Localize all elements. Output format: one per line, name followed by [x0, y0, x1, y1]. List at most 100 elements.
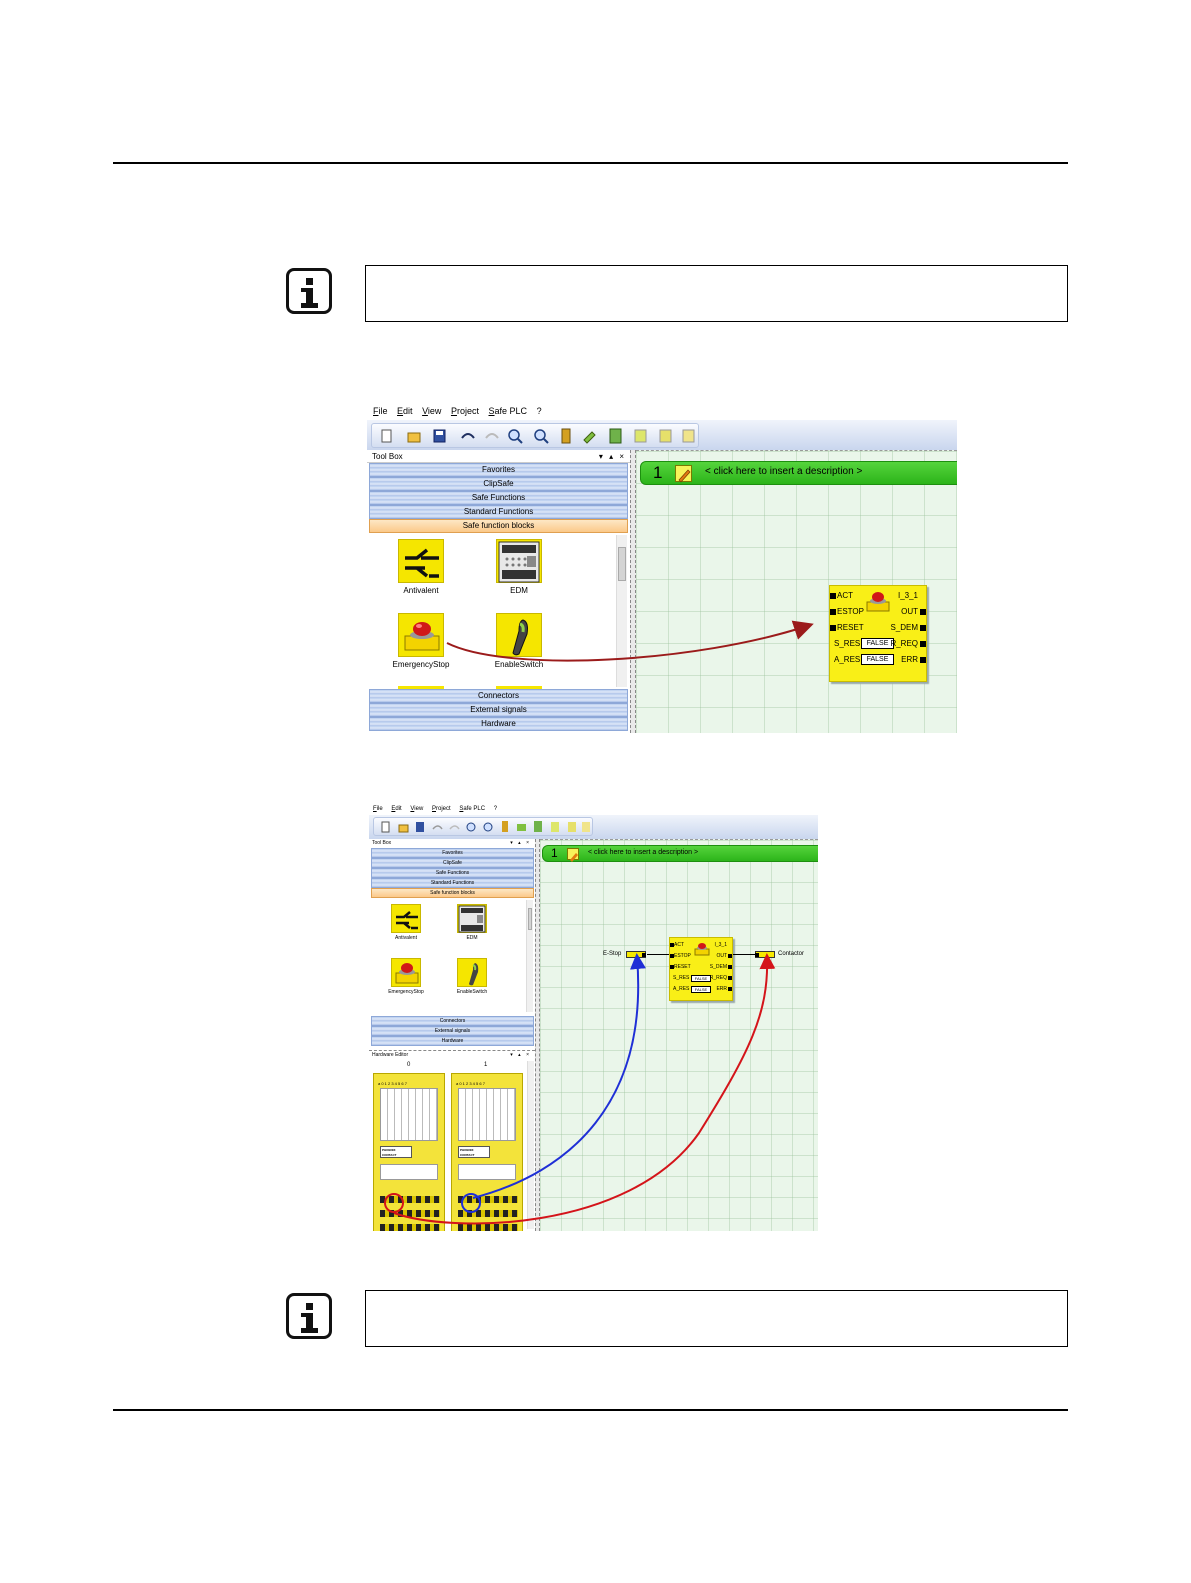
category-clipsafe[interactable]: ClipSafe	[369, 477, 628, 491]
category-standard-functions[interactable]: Standard Functions	[371, 878, 534, 888]
antivalent-tile[interactable]	[398, 539, 444, 583]
hardware-editor-title: Hardware Editor	[372, 1052, 409, 1058]
library-icon	[561, 428, 571, 444]
terminal-row[interactable]	[380, 1196, 440, 1203]
panel-pin-icons[interactable]: ▾ ▴ ×	[510, 840, 531, 846]
pin-s-res[interactable]: S_RES	[834, 639, 861, 648]
pin-estop[interactable]: ESTOP	[830, 607, 864, 616]
a-res-value[interactable]: FALSE	[691, 986, 711, 993]
toolbox-scrollbar[interactable]	[616, 535, 627, 687]
pin-i-3-1[interactable]: I_3_1	[714, 942, 727, 948]
menu-view[interactable]: View	[410, 806, 424, 812]
save-icon	[416, 822, 424, 832]
pin-out[interactable]: OUT	[716, 953, 732, 959]
edm-tile[interactable]	[457, 904, 487, 933]
category-external-signals[interactable]: External signals	[371, 1026, 534, 1036]
enableswitch-tile[interactable]	[457, 958, 487, 987]
category-safe-function-blocks[interactable]: Safe function blocks	[371, 888, 534, 898]
edit-pencil-icon[interactable]	[567, 848, 579, 862]
pin-a-res[interactable]: A_RES	[834, 655, 861, 664]
category-external-signals[interactable]: External signals	[369, 703, 628, 717]
pin-act[interactable]: ACT	[830, 591, 853, 600]
pin-act[interactable]: ACT	[670, 942, 684, 948]
hardware-scrollbar[interactable]	[527, 1061, 534, 1229]
download-icon	[609, 428, 622, 444]
pin-err[interactable]: ERR	[716, 986, 732, 992]
pin-reset[interactable]: RESET	[830, 623, 864, 632]
category-connectors[interactable]: Connectors	[371, 1016, 534, 1026]
terminal-row[interactable]	[380, 1210, 440, 1217]
network-header[interactable]: 1 < click here to insert a description >	[640, 461, 957, 485]
emergencystop-tile[interactable]	[398, 613, 444, 657]
contactor-icon	[458, 905, 486, 933]
network-description[interactable]: < click here to insert a description >	[705, 466, 863, 477]
terminal-row[interactable]	[458, 1224, 518, 1231]
menu-safe-plc[interactable]: Safe PLC	[488, 406, 528, 416]
terminal-row[interactable]	[458, 1196, 518, 1203]
menu-help[interactable]: ?	[536, 406, 542, 416]
panel-splitter[interactable]	[630, 450, 636, 733]
category-clipsafe[interactable]: ClipSafe	[371, 858, 534, 868]
edit-pencil-icon[interactable]	[675, 465, 692, 483]
pin-r-req[interactable]: R_REQ	[890, 639, 926, 648]
category-favorites[interactable]: Favorites	[371, 848, 534, 858]
menu-view[interactable]: View	[422, 406, 442, 416]
s-res-value[interactable]: FALSE	[861, 638, 894, 649]
menu-safe-plc[interactable]: Safe PLC	[459, 806, 486, 812]
menu-project[interactable]: Project	[450, 406, 479, 416]
pin-s-res[interactable]: S_RES	[673, 975, 690, 981]
pin-s-dem[interactable]: S_DEM	[710, 964, 732, 970]
pin-reset[interactable]: RESET	[670, 964, 691, 970]
category-safe-function-blocks[interactable]: Safe function blocks	[369, 519, 628, 533]
pin-out[interactable]: OUT	[901, 607, 926, 616]
output-variable[interactable]	[755, 951, 775, 958]
input-label: E-Stop	[603, 951, 622, 957]
category-hardware[interactable]: Hardware	[369, 717, 628, 731]
pin-a-res[interactable]: A_RES	[673, 986, 690, 992]
pin-r-req[interactable]: R_REQ	[710, 975, 732, 981]
pin-err[interactable]: ERR	[901, 655, 926, 664]
menu-edit[interactable]: Edit	[397, 406, 413, 416]
hardware-module-0[interactable]: a 0 1 2 3 4 5 6 7 PHOENIX CONTACT	[373, 1073, 445, 1231]
network-description[interactable]: < click here to insert a description >	[588, 849, 699, 856]
scrollbar-thumb[interactable]	[528, 908, 532, 930]
pin-s-dem[interactable]: S_DEM	[890, 623, 926, 632]
a-res-value[interactable]: FALSE	[861, 654, 894, 665]
emergencystop-label: EmergencyStop	[388, 989, 424, 995]
toolbox-scrollbar[interactable]	[526, 900, 533, 1012]
logic-canvas[interactable]: 1 < click here to insert a description >…	[540, 839, 818, 1231]
network-header[interactable]: 1 < click here to insert a description >	[542, 845, 818, 862]
input-variable[interactable]	[626, 951, 646, 958]
category-safe-functions[interactable]: Safe Functions	[369, 491, 628, 505]
screenshot-toolbox-drag: File Edit View Project Safe PLC ? Tool B…	[367, 403, 957, 733]
hardware-module-1[interactable]: a 0 1 2 3 4 5 6 7 PHOENIX CONTACT	[451, 1073, 523, 1231]
logic-canvas[interactable]: 1 < click here to insert a description >…	[636, 450, 957, 733]
terminal-row[interactable]	[380, 1224, 440, 1231]
pin-i-3-1[interactable]: I_3_1	[897, 591, 918, 600]
category-safe-functions[interactable]: Safe Functions	[371, 868, 534, 878]
category-favorites[interactable]: Favorites	[369, 463, 628, 477]
pin-estop[interactable]: ESTOP	[670, 953, 691, 959]
scrollbar-thumb[interactable]	[618, 547, 626, 581]
emergency-stop-block[interactable]: ACT ESTOP RESET S_RES A_RES FALSE FALSE …	[669, 937, 733, 1001]
menu-help[interactable]: ?	[493, 806, 498, 812]
category-hardware[interactable]: Hardware	[371, 1036, 534, 1046]
category-connectors[interactable]: Connectors	[369, 689, 628, 703]
menu-file[interactable]: File	[373, 806, 383, 812]
emergency-stop-block[interactable]: ACT ESTOP RESET S_RES A_RES FALSE FALSE …	[829, 585, 927, 682]
antivalent-tile[interactable]	[391, 904, 421, 933]
undo-icon	[432, 825, 443, 830]
edm-label: EDM	[466, 935, 478, 941]
menu-project[interactable]: Project	[431, 806, 451, 812]
menu-file[interactable]: File	[373, 406, 388, 416]
terminal-row[interactable]	[458, 1210, 518, 1217]
emergencystop-tile[interactable]	[391, 958, 421, 987]
category-standard-functions[interactable]: Standard Functions	[369, 505, 628, 519]
enableswitch-tile[interactable]	[496, 613, 542, 657]
online-icon	[634, 429, 647, 443]
edm-tile[interactable]	[496, 539, 542, 583]
menu-edit[interactable]: Edit	[391, 806, 402, 812]
panel-pin-icons[interactable]: ▾ ▴ ×	[598, 452, 626, 461]
s-res-value[interactable]: FALSE	[691, 975, 711, 982]
toolbar	[371, 423, 699, 448]
